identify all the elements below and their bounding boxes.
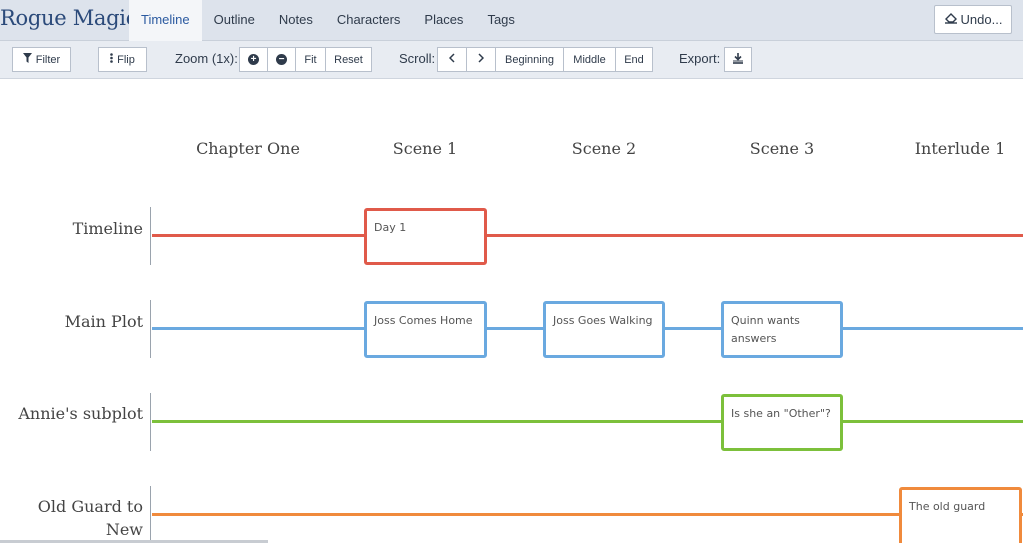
filter-button[interactable]: Filter [12, 47, 71, 72]
chevron-left-icon [448, 53, 455, 66]
app-title: Rogue Magic [0, 6, 138, 30]
row-divider [150, 393, 151, 451]
zoom-in-button[interactable]: + [240, 48, 268, 71]
scroll-right-button[interactable] [467, 48, 496, 71]
flip-button[interactable]: Flip [98, 47, 147, 72]
column-header-interlude-1[interactable]: Interlude 1 [914, 139, 1006, 158]
column-header-scene-3[interactable]: Scene 3 [749, 139, 815, 158]
zoom-label: Zoom (1x): [175, 51, 238, 66]
column-header-scene-1[interactable]: Scene 1 [392, 139, 458, 158]
row-divider [150, 207, 151, 265]
export-label: Export: [679, 51, 721, 66]
row-line-old-guard-to-new [152, 513, 1023, 516]
fit-button[interactable]: Fit [296, 48, 326, 71]
top-nav: Rogue Magic Timeline Outline Notes Chara… [0, 0, 1023, 41]
scroll-middle-button[interactable]: Middle [564, 48, 616, 71]
tab-places[interactable]: Places [424, 12, 464, 27]
chevron-right-icon [478, 53, 485, 66]
row-label-old-guard-to-new[interactable]: Old Guard to New [37, 497, 143, 539]
undo-button[interactable]: Undo... [934, 5, 1012, 34]
minus-icon: − [276, 54, 287, 65]
scene-card-joss-goes-walking[interactable]: Joss Goes Walking [543, 301, 665, 358]
zoom-out-button[interactable]: − [268, 48, 296, 71]
timeline-canvas: Chapter One Scene 1 Scene 2 Scene 3 Inte… [0, 79, 1023, 543]
vertical-dots-icon [110, 53, 113, 66]
column-header-chapter-one[interactable]: Chapter One [196, 139, 300, 158]
nav-tabs: Timeline Outline Notes Characters Places… [129, 0, 527, 41]
scene-card-quinn-wants-answers[interactable]: Quinn wants answers [721, 301, 843, 358]
row-label-annies-subplot[interactable]: Annie's subplot [18, 404, 143, 423]
scroll-controls: Beginning Middle End [437, 47, 653, 72]
flip-label: Flip [117, 53, 135, 66]
plus-icon: + [248, 54, 259, 65]
scroll-left-button[interactable] [438, 48, 467, 71]
tab-notes[interactable]: Notes [278, 12, 313, 27]
undo-label: Undo... [960, 12, 1003, 27]
scroll-end-button[interactable]: End [624, 53, 644, 66]
tab-timeline[interactable]: Timeline [129, 0, 202, 41]
scroll-label: Scroll: [399, 51, 436, 66]
row-line-timeline [152, 234, 1023, 237]
export-icon [732, 52, 744, 67]
row-label-main-plot[interactable]: Main Plot [64, 312, 143, 331]
scroll-beginning-button[interactable]: Beginning [496, 48, 564, 71]
tab-tags[interactable]: Tags [487, 12, 515, 27]
toolbar: Filter Flip Zoom (1x): + − Fit Reset Scr… [0, 41, 1023, 79]
row-label-timeline[interactable]: Timeline [72, 219, 143, 238]
reset-button[interactable]: Reset [334, 53, 363, 66]
export-button[interactable] [724, 47, 752, 72]
tab-characters[interactable]: Characters [336, 12, 401, 27]
scene-card-day-1[interactable]: Day 1 [364, 208, 487, 265]
scene-card-joss-comes-home[interactable]: Joss Comes Home [364, 301, 487, 358]
row-divider [150, 300, 151, 358]
horizontal-scrollbar[interactable] [0, 540, 268, 543]
scene-card-is-she-an-other[interactable]: Is she an "Other"? [721, 394, 843, 451]
zoom-controls: + − Fit Reset [239, 47, 372, 72]
eraser-icon [944, 12, 958, 27]
scene-card-the-old-guard[interactable]: The old guard [899, 487, 1022, 543]
filter-icon [22, 53, 32, 66]
row-divider [150, 486, 151, 543]
row-line-annies-subplot [152, 420, 1023, 423]
filter-label: Filter [35, 53, 61, 66]
column-header-scene-2[interactable]: Scene 2 [571, 139, 637, 158]
tab-outline[interactable]: Outline [213, 12, 255, 27]
